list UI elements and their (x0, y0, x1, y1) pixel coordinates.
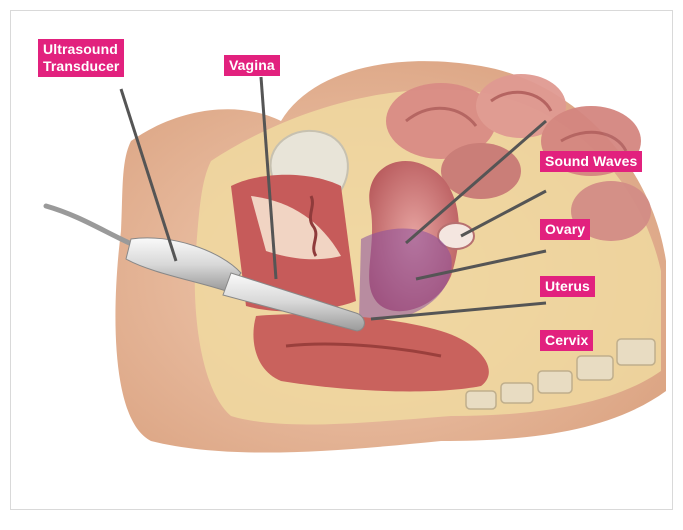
label-ultrasound-transducer: Ultrasound Transducer (38, 39, 124, 77)
label-ovary: Ovary (540, 219, 590, 240)
label-vagina: Vagina (224, 55, 280, 76)
diagram-frame: Ultrasound Transducer Vagina Sound Waves… (10, 10, 673, 510)
label-sound-waves: Sound Waves (540, 151, 642, 172)
label-uterus: Uterus (540, 276, 595, 297)
pelvic-anatomy-illustration (11, 11, 674, 511)
label-cervix: Cervix (540, 330, 593, 351)
